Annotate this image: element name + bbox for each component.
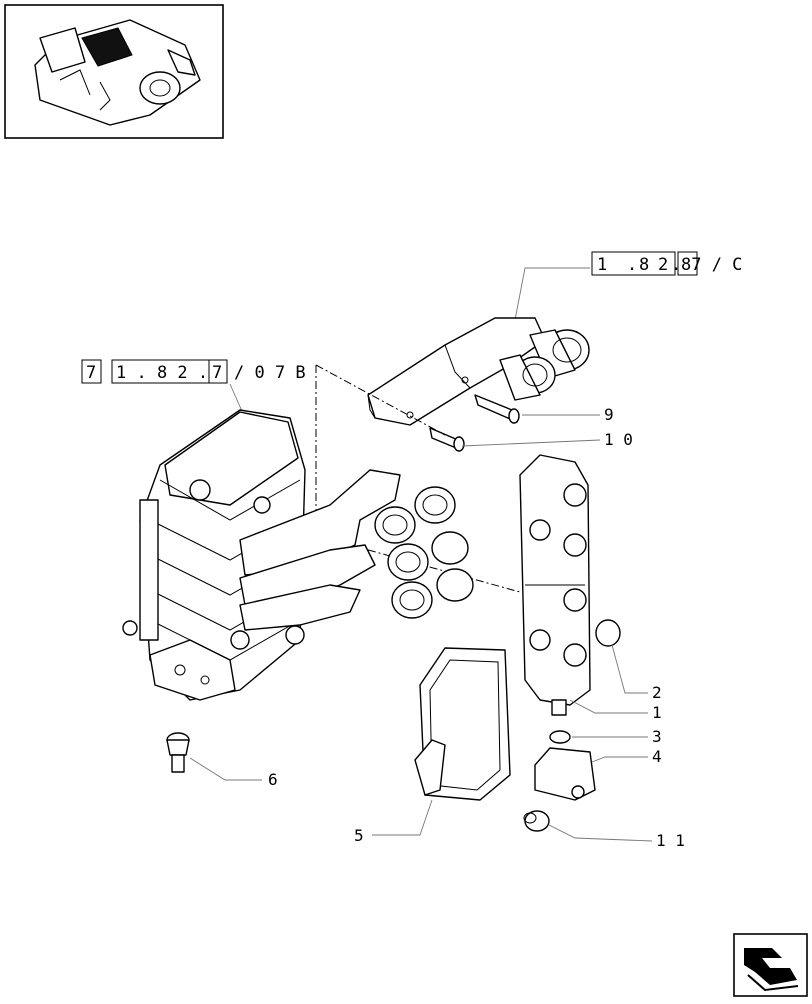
- middle-manifold: [239, 469, 474, 631]
- reference-label-left[interactable]: 7 1 . 8 2 . 7 / 0 7 B: [81, 359, 306, 384]
- ref-left-suffix: / 0 7 B: [234, 363, 306, 383]
- label-2: 2: [652, 683, 662, 702]
- label-3: 3: [652, 727, 662, 746]
- svg-text:.: .: [671, 255, 681, 275]
- label-6: 6: [268, 770, 278, 789]
- ref-top-suffix: 87 / C: [681, 255, 742, 275]
- label-4: 4: [652, 747, 662, 766]
- upper-manifold: [367, 317, 590, 426]
- next-page-arrow-icon[interactable]: [733, 933, 808, 997]
- ref-left-box-a: 7: [86, 363, 96, 383]
- o-ring-3: [549, 730, 571, 744]
- valve-cover: [519, 454, 591, 716]
- plug-11: [523, 810, 550, 832]
- ref-left-box-c: 7: [212, 363, 222, 383]
- label-5: 5: [354, 826, 364, 845]
- screw-6: [166, 732, 190, 773]
- reference-label-top[interactable]: 1 . 8 2 . 87 / C: [591, 251, 742, 276]
- label-11: 1 1: [656, 831, 685, 850]
- bolt-10: [429, 427, 465, 452]
- ref-top-box-1: 1: [597, 255, 607, 275]
- connector-4: [534, 747, 596, 801]
- svg-text:.: .: [627, 255, 637, 275]
- ref-left-box-b: 1 . 8 2 .: [116, 363, 208, 383]
- ref-top-box-2: 8: [639, 255, 649, 275]
- cap-2: [595, 619, 621, 647]
- assembly-thumbnail-icon[interactable]: [4, 4, 224, 139]
- gasket-5: [414, 647, 511, 801]
- label-10: 1 0: [604, 430, 633, 449]
- label-1: 1: [652, 703, 662, 722]
- label-9: 9: [604, 405, 614, 424]
- ref-top-box-3: 2: [658, 255, 668, 275]
- bolt-9: [474, 394, 520, 424]
